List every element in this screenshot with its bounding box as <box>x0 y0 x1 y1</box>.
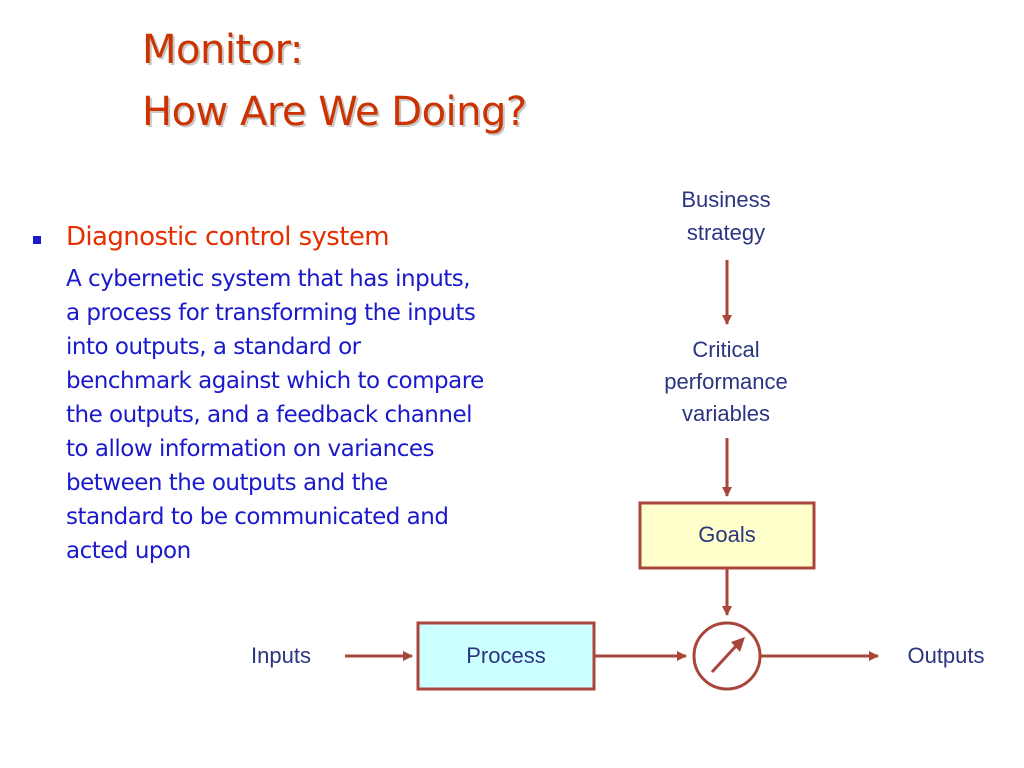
goals-box <box>638 501 816 570</box>
critical-variables-label-line-2: performance <box>664 369 788 394</box>
process-box <box>416 621 596 691</box>
definition-line: to allow information on variances <box>66 436 435 462</box>
gauge-needle-icon <box>692 621 762 691</box>
definition-line: into outputs, a standard or <box>66 334 361 360</box>
slide-title-line-2: How Are We Doing? <box>142 89 527 135</box>
bullet-heading: Diagnostic control system <box>66 222 390 252</box>
definition-line: the outputs, and a feedback channel <box>66 402 473 428</box>
critical-variables-label-line-1: Critical <box>692 337 759 362</box>
slide-title-line-1: Monitor: <box>142 27 303 73</box>
business-strategy-label-line-1: Business <box>681 187 770 212</box>
inputs-label: Inputs <box>251 643 311 668</box>
critical-variables-label-line-3: variables <box>682 401 770 426</box>
definition-line: acted upon <box>66 538 191 564</box>
outputs-label: Outputs <box>907 643 984 668</box>
definition-text: A cybernetic system that has inputs, a p… <box>66 262 586 568</box>
process-label: Process <box>466 643 545 668</box>
definition-line: A cybernetic system that has inputs, <box>66 266 471 292</box>
definition-line: between the outputs and the <box>66 470 388 496</box>
definition-line: a process for transforming the inputs <box>66 300 476 326</box>
goals-label: Goals <box>698 522 755 547</box>
bullet-square-icon <box>33 236 41 244</box>
business-strategy-label-line-2: strategy <box>687 220 765 245</box>
definition-line: standard to be communicated and <box>66 504 449 530</box>
definition-line: benchmark against which to compare <box>66 368 484 394</box>
